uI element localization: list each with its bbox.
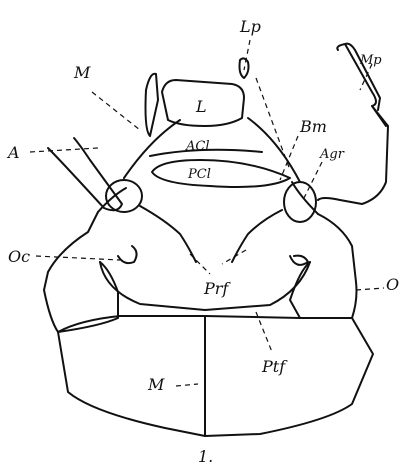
leader-o-right bbox=[356, 288, 384, 290]
label-pcl: PCl bbox=[187, 167, 211, 182]
figure-number: 1. bbox=[198, 447, 213, 466]
label-l: L bbox=[195, 97, 207, 116]
leader-prf-right bbox=[222, 250, 246, 264]
leader-a bbox=[30, 148, 98, 152]
leader-m-bottom bbox=[176, 384, 198, 386]
leader-agr bbox=[304, 162, 322, 198]
label-oc-left: Oc bbox=[8, 247, 30, 266]
antenna-socket-left bbox=[106, 180, 142, 212]
labial-palp-left bbox=[146, 74, 159, 136]
leader-prf-left bbox=[190, 254, 210, 274]
label-agr: Agr bbox=[319, 147, 345, 162]
ocellus-left bbox=[118, 246, 137, 263]
leader-oc bbox=[36, 256, 120, 260]
postclypeus bbox=[152, 160, 290, 187]
antenna-socket-right bbox=[284, 182, 316, 222]
label-mp: Mp bbox=[359, 53, 382, 68]
label-acl: ACl bbox=[185, 139, 210, 154]
label-m-top: M bbox=[73, 63, 91, 82]
right-gena bbox=[290, 214, 357, 318]
head-capsule-outline bbox=[58, 318, 373, 436]
label-prf: Prf bbox=[203, 279, 231, 298]
label-ptf: Ptf bbox=[261, 357, 288, 376]
label-m-bottom: M bbox=[147, 375, 165, 394]
label-a: A bbox=[6, 143, 20, 162]
ocellus-right bbox=[290, 256, 308, 265]
label-bm: Bm bbox=[299, 117, 327, 136]
left-gena bbox=[44, 212, 118, 332]
inner-left-arch bbox=[140, 206, 196, 262]
label-lp: Lp bbox=[239, 17, 261, 36]
leader-lp-right bbox=[256, 78, 290, 170]
label-oc-right: O bbox=[386, 275, 399, 294]
leader-m-top bbox=[92, 92, 140, 130]
inner-right-arch bbox=[232, 210, 282, 262]
